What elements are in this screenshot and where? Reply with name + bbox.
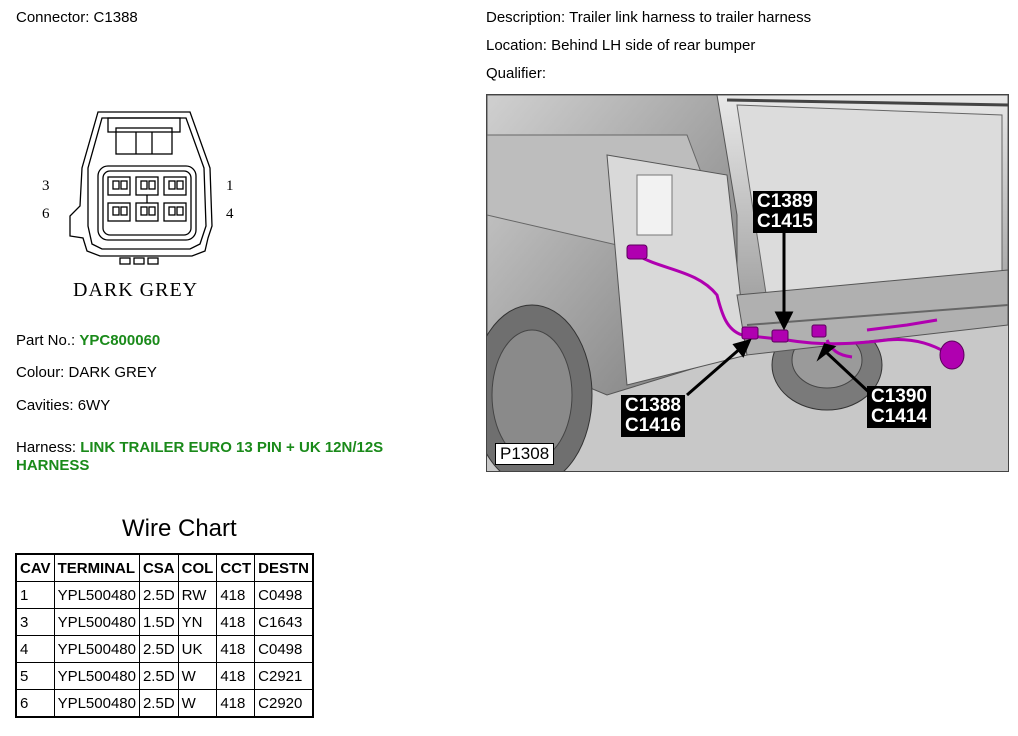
table-row: 1 YPL500480 2.5D RW 418 C0498 <box>15 581 314 609</box>
cell-csa: 1.5D <box>138 608 179 636</box>
callout-text: C1414 <box>871 406 927 427</box>
cavities-label: Cavities: <box>16 397 74 414</box>
location-value: Behind LH side of rear bumper <box>551 37 756 54</box>
cell-destn: C0498 <box>254 635 314 663</box>
cell-cct: 418 <box>216 662 256 690</box>
cell-cav: 6 <box>15 689 55 718</box>
cell-csa: 2.5D <box>138 581 179 609</box>
column-header-cct: CCT <box>216 553 256 582</box>
cell-destn: C0498 <box>254 581 314 609</box>
qualifier-label: Qualifier: <box>486 65 547 82</box>
table-row: 5 YPL500480 2.5D W 418 C2921 <box>15 662 314 690</box>
part-number-link[interactable]: YPC800060 <box>79 332 161 349</box>
table-row: 4 YPL500480 2.5D UK 418 C0498 <box>15 635 314 663</box>
wire-chart-table: CAV TERMINAL CSA COL CCT DESTN 1 YPL5004… <box>15 553 314 718</box>
callout-c1388-c1416: C1388 C1416 <box>621 395 685 437</box>
figure-id-label: P1308 <box>495 443 555 465</box>
callout-text: C1390 <box>871 386 927 407</box>
cell-destn: C2921 <box>254 662 314 690</box>
pin-label-6: 6 <box>42 206 50 222</box>
column-header-col: COL <box>177 553 218 582</box>
cell-terminal: YPL500480 <box>53 689 140 718</box>
cell-terminal: YPL500480 <box>53 662 140 690</box>
cell-cav: 4 <box>15 635 55 663</box>
colour-value: DARK GREY <box>68 364 157 381</box>
column-header-terminal: TERMINAL <box>53 553 140 582</box>
pin-label-1: 1 <box>226 178 234 194</box>
cell-terminal: YPL500480 <box>53 608 140 636</box>
callout-text: C1389 <box>757 191 813 212</box>
connector-pinout-diagram: 3 6 1 4 DARK GREY <box>40 106 240 306</box>
cavities-value: 6WY <box>77 397 111 414</box>
connector-face-drawing <box>69 111 213 265</box>
cell-col: RW <box>177 581 218 609</box>
colour-line: Colour: DARK GREY <box>16 364 157 382</box>
callout-text: C1416 <box>625 415 681 436</box>
description-value: Trailer link harness to trailer harness <box>569 9 812 26</box>
qualifier-line: Qualifier: <box>486 65 546 83</box>
table-row: 6 YPL500480 2.5D W 418 C2920 <box>15 689 314 718</box>
cavities-line: Cavities: 6WY <box>16 397 110 415</box>
cell-csa: 2.5D <box>138 635 179 663</box>
cell-cct: 418 <box>216 689 256 718</box>
vehicle-rear-bumper-drawing <box>487 95 1008 471</box>
column-header-destn: DESTN <box>254 553 314 582</box>
harness-label: Harness: <box>16 439 77 456</box>
description-label: Description: <box>486 9 566 26</box>
callout-text: C1415 <box>757 211 813 232</box>
harness-link[interactable]: LINK TRAILER EURO 13 PIN + UK 12N/12S HA… <box>16 439 384 474</box>
table-header-row: CAV TERMINAL CSA COL CCT DESTN <box>15 553 314 582</box>
harness-line: Harness: LINK TRAILER EURO 13 PIN + UK 1… <box>16 439 456 475</box>
connector-id: C1388 <box>93 9 138 26</box>
column-header-csa: CSA <box>138 553 179 582</box>
callout-text: C1388 <box>625 395 681 416</box>
part-number-label: Part No.: <box>16 332 76 349</box>
cell-cav: 5 <box>15 662 55 690</box>
connector-location-illustration: C1389 C1415 C1388 C1416 C1390 C1414 P130… <box>486 94 1009 472</box>
cell-col: W <box>177 689 218 718</box>
pin-label-3: 3 <box>42 178 50 194</box>
cell-terminal: YPL500480 <box>53 635 140 663</box>
cell-cct: 418 <box>216 635 256 663</box>
cell-cct: 418 <box>216 581 256 609</box>
wire-chart-title: Wire Chart <box>122 515 237 542</box>
cell-cct: 418 <box>216 608 256 636</box>
part-number-line: Part No.: YPC800060 <box>16 332 160 350</box>
cell-terminal: YPL500480 <box>53 581 140 609</box>
cell-destn: C2920 <box>254 689 314 718</box>
connector-label: Connector: <box>16 9 90 26</box>
callout-c1389-c1415: C1389 C1415 <box>753 191 817 233</box>
cell-cav: 1 <box>15 581 55 609</box>
cell-csa: 2.5D <box>138 662 179 690</box>
connector-line: Connector: C1388 <box>16 9 138 27</box>
description-line: Description: Trailer link harness to tra… <box>486 9 811 27</box>
cell-cav: 3 <box>15 608 55 636</box>
cell-col: YN <box>177 608 218 636</box>
cell-destn: C1643 <box>254 608 314 636</box>
connector-colour-caption: DARK GREY <box>73 279 199 301</box>
column-header-cav: CAV <box>15 553 55 582</box>
location-line: Location: Behind LH side of rear bumper <box>486 37 755 55</box>
cell-csa: 2.5D <box>138 689 179 718</box>
table-row: 3 YPL500480 1.5D YN 418 C1643 <box>15 608 314 636</box>
callout-c1390-c1414: C1390 C1414 <box>867 386 931 428</box>
pin-label-4: 4 <box>226 206 234 222</box>
colour-label: Colour: <box>16 364 65 381</box>
cell-col: UK <box>177 635 218 663</box>
cell-col: W <box>177 662 218 690</box>
location-label: Location: <box>486 37 547 54</box>
